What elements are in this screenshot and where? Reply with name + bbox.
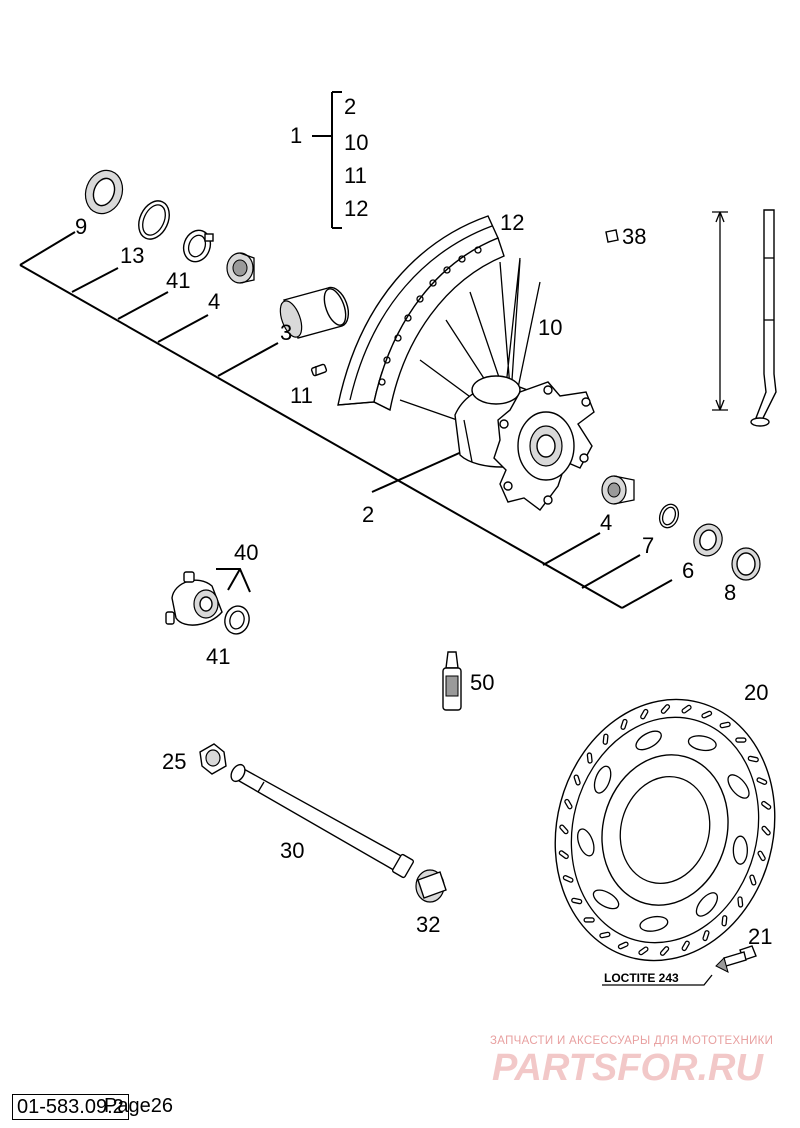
part-3-spacer: [279, 286, 349, 339]
callout-41-bottom: 41: [206, 644, 230, 669]
doc-code: 01-583.09.2: [12, 1094, 129, 1120]
wheel-rim-hub: [337, 215, 595, 511]
disc-slot: [620, 718, 628, 730]
callout-25: 25: [162, 749, 186, 774]
callout-21: 21: [748, 924, 772, 949]
callout-50: 50: [470, 670, 494, 695]
spoke-dimension: [712, 209, 777, 427]
callout-1-sub-12: 12: [344, 196, 368, 221]
page-number: Page26: [104, 1095, 173, 1117]
callout-13: 13: [120, 243, 144, 268]
part-50-tube: [442, 651, 462, 711]
disc-slot: [660, 704, 671, 714]
disc-slot: [558, 850, 569, 860]
part-4-bearing-left: [226, 252, 255, 284]
part-6-seal: [693, 523, 723, 557]
disc-slot: [659, 946, 670, 956]
callout-32: 32: [416, 912, 440, 937]
disc-slot: [702, 930, 710, 942]
callout-8: 8: [724, 580, 736, 605]
part-11-nipple: [310, 363, 328, 377]
watermark-logo: PARTSFOR.RU: [492, 1047, 764, 1089]
disc-slot: [761, 825, 771, 836]
part-30-axle: [230, 763, 415, 879]
callout-40: 40: [234, 540, 258, 565]
callout-1-sub-11: 11: [344, 163, 367, 188]
callout-1-sub-2: 2: [344, 94, 356, 119]
callout-38: 38: [622, 224, 646, 249]
disc-slot: [735, 737, 747, 743]
callout-10: 10: [538, 315, 562, 340]
callout-6: 6: [682, 558, 694, 583]
watermark-subtitle: ЗАПЧАСТИ И АКСЕССУАРЫ ДЛЯ МОТОТЕХНИКИ: [490, 1035, 773, 1047]
callout-1: 1: [290, 123, 302, 148]
callout-2: 2: [362, 502, 374, 527]
leader-lines: [19, 231, 673, 609]
disc-slot: [721, 915, 728, 927]
part-21-bolt: [602, 945, 757, 986]
disc-slot: [719, 721, 731, 729]
disc-slot: [564, 798, 573, 810]
disc-slot: [747, 755, 759, 763]
disc-cutout: [593, 765, 612, 794]
callout-12: 12: [500, 210, 524, 235]
disc-slot: [638, 946, 649, 956]
part-40-drive: [165, 568, 251, 635]
part-41-circlip: [182, 229, 214, 263]
part-38: [605, 229, 619, 243]
disc-slot: [599, 931, 611, 939]
disc-cutout: [687, 735, 717, 752]
part-8-spacer: [731, 547, 761, 581]
callout-4-left: 4: [208, 289, 220, 314]
disc-slot: [749, 874, 757, 886]
callout-3: 3: [280, 320, 292, 345]
callout-1-sub-10: 10: [344, 130, 368, 155]
disc-cutout: [639, 915, 669, 932]
disc-slot: [756, 777, 768, 785]
disc-slot: [640, 708, 649, 720]
disc-slot: [571, 897, 583, 905]
loctite-note: LOCTITE 243: [604, 971, 679, 985]
disc-cutout: [732, 835, 748, 865]
part-25-nut: [199, 743, 227, 775]
part-32-cap: [415, 869, 447, 903]
callout-7: 7: [642, 533, 654, 558]
callout-20: 20: [744, 680, 768, 705]
disc-slot: [562, 875, 574, 883]
callout-41-top: 41: [166, 268, 190, 293]
disc-cutout: [577, 828, 595, 857]
callout-30: 30: [280, 838, 304, 863]
part-7-circlip: [658, 503, 680, 529]
disc-slot: [701, 710, 713, 719]
disc-cutout: [727, 774, 750, 799]
disc-cutout: [592, 889, 620, 910]
callout-4-right: 4: [600, 510, 612, 535]
part-20-brake-disc: [554, 698, 776, 962]
part-4-bearing-right: [601, 475, 635, 505]
disc-slot: [602, 733, 609, 745]
disc-slot: [617, 941, 629, 950]
callout-9: 9: [75, 214, 87, 239]
disc-slot: [737, 896, 744, 908]
disc-slot: [681, 940, 690, 952]
callout-group-1: 1 2 10 11 12: [290, 91, 368, 229]
callout-11: 11: [290, 383, 313, 408]
disc-cutout: [695, 892, 719, 917]
part-13-ring: [138, 200, 170, 240]
disc-slot: [583, 917, 595, 923]
part-9-seal: [84, 169, 124, 215]
disc-slot: [761, 800, 772, 810]
disc-slot: [757, 850, 766, 862]
disc-slot: [559, 824, 569, 835]
disc-slot: [586, 752, 593, 764]
disc-cutout: [635, 730, 662, 751]
disc-slot: [681, 704, 692, 714]
disc-slot: [573, 774, 581, 786]
